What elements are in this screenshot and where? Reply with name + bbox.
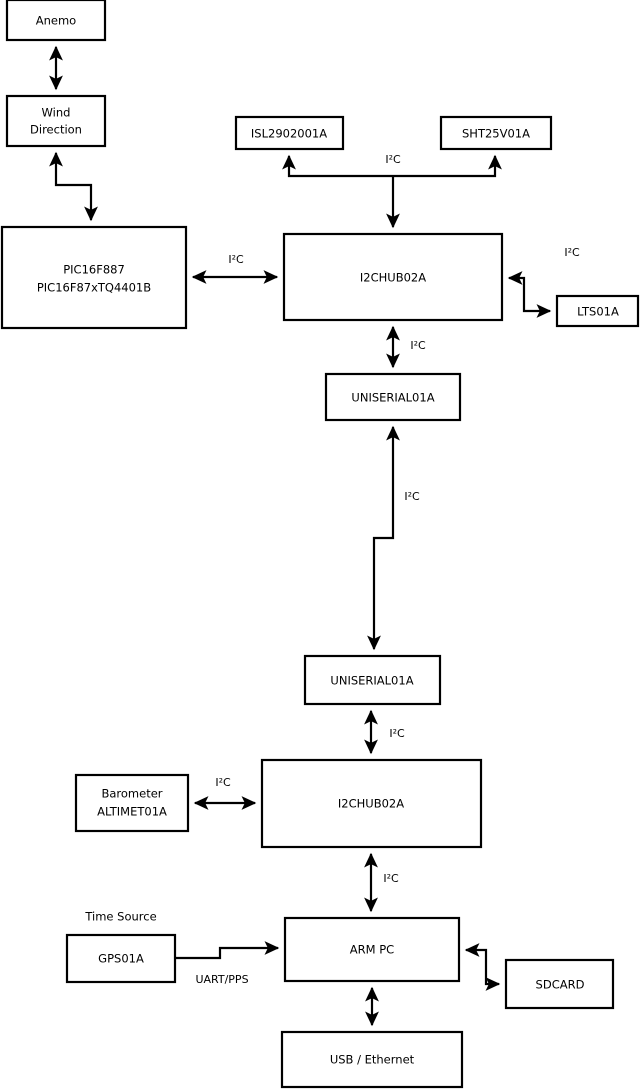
node-usb-ethernet[interactable]: USB / Ethernet [280, 1030, 464, 1089]
edge-label-sensor-bus: I²C [385, 153, 401, 166]
node-anemo-label: Anemo [36, 14, 76, 28]
node-i2chub02a-bottom-label: I2CHUB02A [338, 797, 404, 811]
node-anemo[interactable]: Anemo [5, 0, 107, 42]
connector-gps-arm [175, 941, 280, 960]
node-i2chub02a-top[interactable]: I2CHUB02A [282, 232, 504, 322]
node-pic-mcu[interactable]: PIC16F887 PIC16F87xTQ4401B [0, 225, 188, 330]
node-isl2902001a-label: ISL2902001A [251, 127, 327, 141]
label-time-source: Time Source [84, 910, 156, 924]
node-arm-pc[interactable]: ARM PC [283, 916, 461, 983]
node-sdcard-label: SDCARD [536, 978, 585, 992]
node-i2chub02a-top-label: I2CHUB02A [360, 271, 426, 285]
node-uniserial01a-bottom-label: UNISERIAL01A [330, 674, 413, 688]
edge-label-hub-lts: I²C [564, 246, 580, 259]
node-gps01a-label: GPS01A [98, 952, 144, 966]
node-isl2902001a[interactable]: ISL2902001A [234, 115, 345, 151]
node-wind-direction-label-line2: Direction [30, 123, 82, 137]
node-pic-mcu-label-line1: PIC16F887 [63, 263, 125, 277]
connector-uniserial-link [367, 425, 400, 651]
node-uniserial01a-top[interactable]: UNISERIAL01A [324, 372, 462, 422]
edge-label-hub-uniserial: I²C [410, 339, 426, 352]
node-uniserial01a-top-label: UNISERIAL01A [351, 391, 434, 405]
node-usb-ethernet-label: USB / Ethernet [330, 1053, 415, 1067]
edge-label-uniserial-hub2: I²C [389, 727, 405, 740]
node-sht25v01a[interactable]: SHT25V01A [439, 115, 553, 151]
node-arm-pc-label: ARM PC [350, 943, 394, 957]
node-gps01a[interactable]: GPS01A [65, 933, 177, 984]
node-lts01a[interactable]: LTS01A [555, 294, 640, 328]
edge-label-hub2-arm: I²C [383, 872, 399, 885]
connector-arm-sdcard [464, 943, 501, 991]
node-barometer-label-line1: Barometer [101, 787, 162, 801]
connector-sensor-bus [282, 154, 502, 229]
node-sht25v01a-label: SHT25V01A [462, 127, 530, 141]
node-uniserial01a-bottom[interactable]: UNISERIAL01A [303, 654, 442, 706]
edge-label-baro-hub2: I²C [215, 776, 231, 789]
node-i2chub02a-bottom[interactable]: I2CHUB02A [260, 758, 483, 849]
connector-wind-pic [49, 151, 98, 222]
node-sdcard[interactable]: SDCARD [504, 958, 615, 1010]
node-wind-direction-label-line1: Wind [42, 106, 71, 120]
edge-label-uniserial-link: I²C [404, 490, 420, 503]
node-wind-direction[interactable]: Wind Direction [5, 94, 107, 148]
node-barometer[interactable]: Barometer ALTIMET01A [74, 773, 190, 833]
node-lts01a-label: LTS01A [577, 305, 619, 319]
edge-label-gps-arm: UART/PPS [195, 973, 248, 986]
node-barometer-label-line2: ALTIMET01A [97, 805, 167, 819]
edge-label-pic-hub: I²C [228, 253, 244, 266]
node-pic-mcu-label-line2: PIC16F87xTQ4401B [37, 281, 151, 295]
connector-hub-lts [507, 271, 552, 318]
